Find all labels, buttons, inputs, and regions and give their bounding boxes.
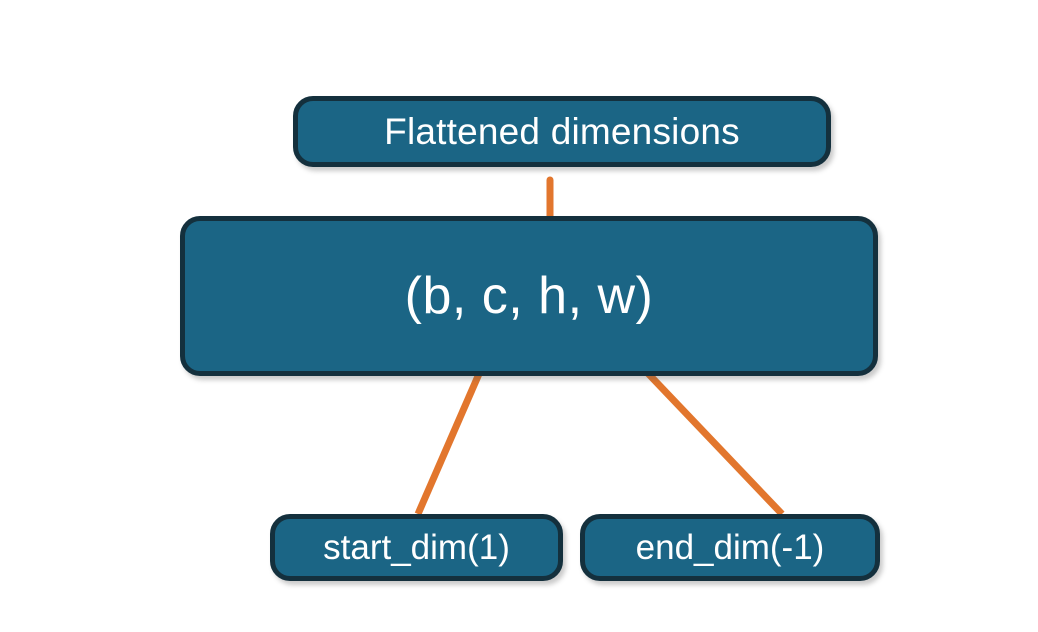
node-end-dim[interactable]: end_dim(-1)	[580, 514, 880, 581]
node-flattened-dimensions-label: Flattened dimensions	[384, 110, 740, 152]
node-start-dim-label: start_dim(1)	[323, 527, 510, 567]
node-start-dim[interactable]: start_dim(1)	[270, 514, 563, 581]
node-flattened-dimensions[interactable]: Flattened dimensions	[293, 96, 831, 167]
node-end-dim-label: end_dim(-1)	[635, 527, 825, 567]
node-tensor-shape[interactable]: (b, c, h, w)	[180, 216, 878, 376]
node-tensor-shape-label: (b, c, h, w)	[404, 267, 654, 325]
